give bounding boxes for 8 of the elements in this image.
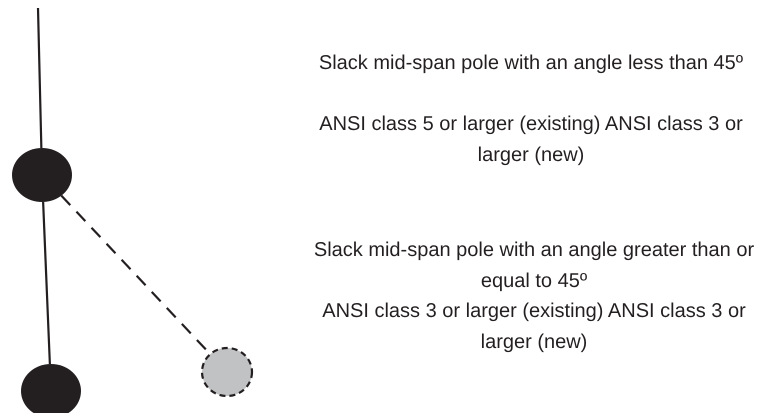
note-text: ANSI class 3 or larger (existing) ANSI class 3 or larger (new) — [321, 299, 747, 354]
pole-line — [42, 202, 51, 364]
note-text: ANSI class 5 or larger (existing) ANSI class 3 or larger (new) — [318, 112, 744, 168]
note-text: Slack mid-span pole with an angle less than 45º — [318, 51, 744, 76]
pole-circle — [12, 148, 72, 202]
proposed-pole-circle — [200, 346, 254, 398]
note-text: Slack mid-span pole with an angle greater than or equal to 45º — [312, 238, 756, 294]
pole-line — [36, 8, 42, 148]
